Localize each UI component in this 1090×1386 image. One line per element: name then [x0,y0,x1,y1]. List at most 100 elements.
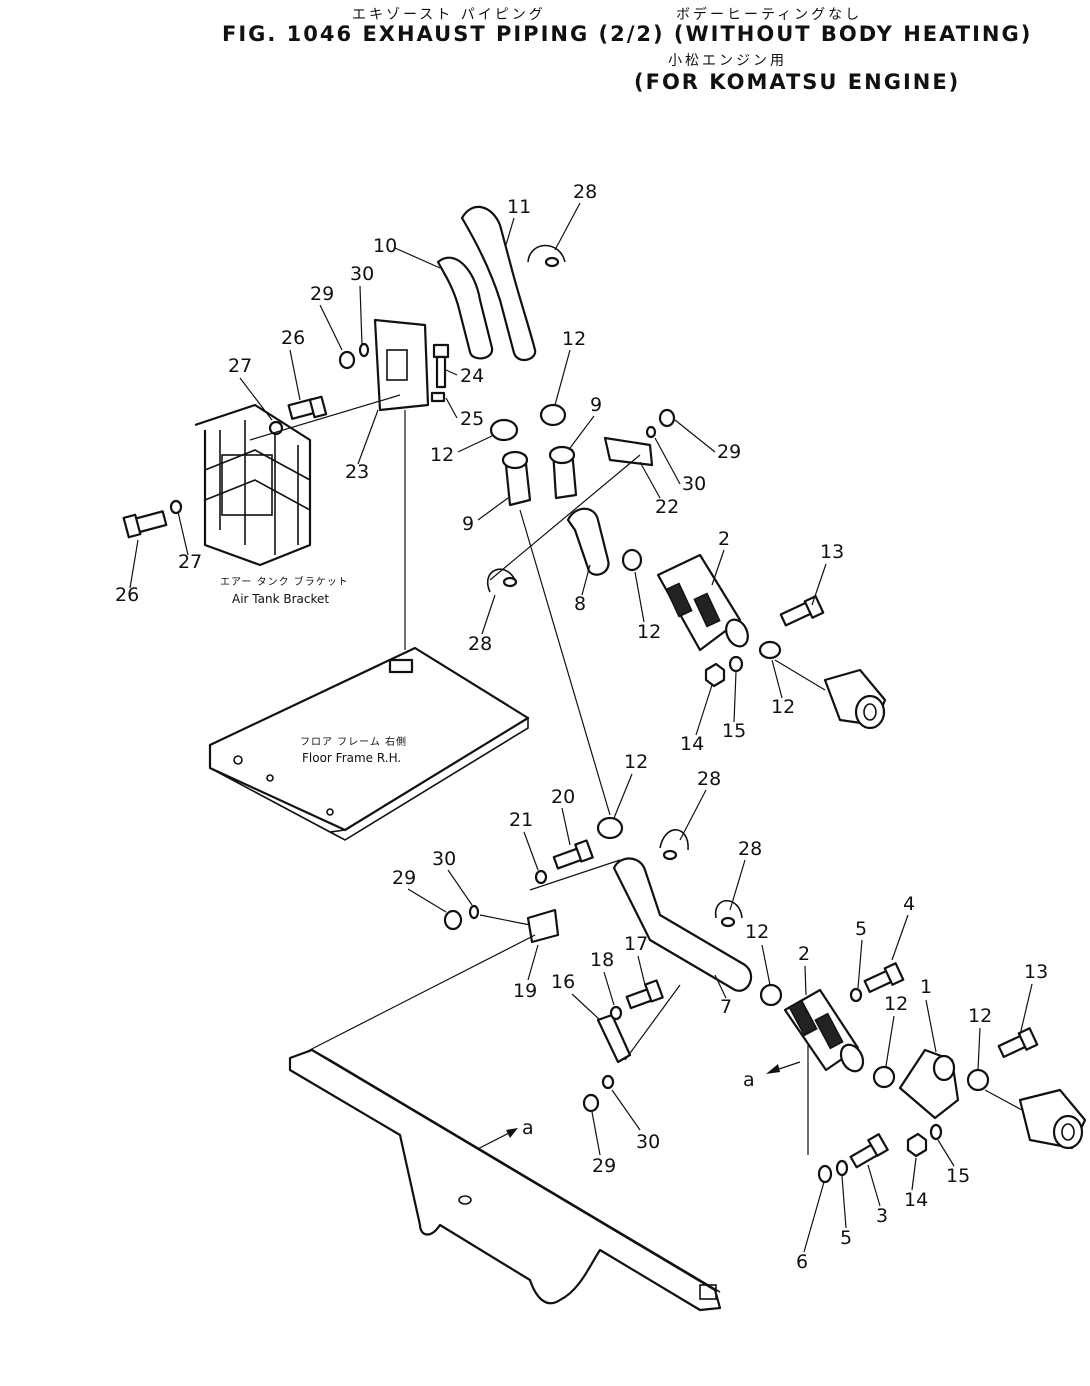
bolt-26-lower [122,499,183,539]
bracket-23 [373,318,450,650]
callout-18: 18 [590,949,614,971]
callout-5: 5 [840,1227,852,1249]
callout-6: 6 [796,1251,808,1273]
callout-15: 15 [722,720,746,742]
turbo-outlet-upper [758,640,887,730]
callout-12: 12 [771,696,795,718]
nut-29-washer-30-lower [582,1074,615,1113]
callout-30: 30 [682,473,706,495]
bolt-4-washer-5 [849,962,905,1003]
clamp-12-mid [596,816,624,840]
callout-9: 9 [462,513,474,535]
clamp-12-lower-right [966,1068,990,1092]
frame-rail [288,1048,722,1312]
bolt-20-washer-21 [529,839,621,891]
callout-27: 27 [178,551,202,573]
callout-29: 29 [392,867,416,889]
callout-8: 8 [574,593,586,615]
callout-10: 10 [373,235,397,257]
callout-24: 24 [460,365,484,387]
pipe-7 [612,857,753,992]
callout-29: 29 [717,441,741,463]
clamp-28-lower [714,900,743,928]
callout-4: 4 [903,893,915,915]
callout-17: 17 [624,933,648,955]
callout-13: 13 [1024,961,1048,983]
clamp-28-mid [659,829,689,861]
figure-title: FIG. 1046 EXHAUST PIPING (2/2) (WITHOUT … [222,22,1033,46]
muffler-2-lower [783,988,865,1155]
callout-a: a [743,1069,755,1091]
callout-12: 12 [968,1005,992,1027]
bolt-13-lower [997,1027,1039,1059]
callout-30: 30 [350,263,374,285]
figure-subtitle: (FOR KOMATSU ENGINE) [634,70,961,94]
callout-12: 12 [745,921,769,943]
callout-2: 2 [798,943,810,965]
callout-13: 13 [820,541,844,563]
callout-16: 16 [551,971,575,993]
callout-3: 3 [876,1205,888,1227]
connectors-9 [501,445,578,507]
callout-labels: 28 11 10 30 29 26 27 24 12 25 9 12 29 23… [115,181,1048,1273]
callout-30: 30 [432,848,456,870]
callout-11: 11 [507,196,531,218]
callout-12: 12 [884,993,908,1015]
bolt-13-upper [779,595,825,627]
callout-28: 28 [738,838,762,860]
nut-29-upper [338,342,370,370]
clamp-12-pipe8 [621,548,643,572]
clamp-12-lower-left [759,983,783,1007]
callout-28: 28 [468,633,492,655]
bolt-26-upper [249,394,401,441]
callout-15: 15 [946,1165,970,1187]
callout-14: 14 [680,733,704,755]
callout-a: a [522,1117,534,1139]
nut-14-washer-15-upper [704,655,744,688]
air-tank-bracket-label-en: Air Tank Bracket [232,592,329,606]
floor-frame-rh: フロア フレーム 右側 Floor Frame R.H. [208,646,530,841]
callout-21: 21 [509,809,533,831]
callout-5: 5 [855,918,867,940]
turbo-outlet-lower [984,1088,1087,1150]
clamp-12-lower-mid [872,1065,896,1089]
callout-26: 26 [281,327,305,349]
callout-14: 14 [904,1189,928,1211]
callout-29: 29 [592,1155,616,1177]
air-tank-bracket-label-jp: エアー タンク ブラケット [220,575,349,588]
callout-28: 28 [697,768,721,790]
pipe-8 [566,507,610,576]
clamp-28-left [487,568,518,593]
callout-19: 19 [513,980,537,1002]
title-jp-left: エキゾースト パイピング [352,7,546,23]
bracket-22 [489,408,676,581]
callout-12: 12 [624,751,648,773]
title-jp-engine: 小松エンジン用 [668,53,787,69]
adapter-1 [898,1048,960,1120]
callout-25: 25 [460,408,484,430]
muffler-2-upper [656,553,749,652]
bracket-16-bolt-17-washer-18 [596,979,681,1064]
callout-12: 12 [430,444,454,466]
callout-leaders [129,202,1033,1253]
callout-26: 26 [115,584,139,606]
callout-23: 23 [345,461,369,483]
callout-28: 28 [573,181,597,203]
air-tank-bracket: エアー タンク ブラケット Air Tank Bracket [194,403,349,606]
callout-30: 30 [636,1131,660,1153]
callout-7: 7 [720,996,732,1018]
callout-29: 29 [310,283,334,305]
callout-1: 1 [920,976,932,998]
callout-9: 9 [590,394,602,416]
title-jp-right: ボデーヒーティングなし [676,7,863,23]
bracket-19 [299,904,560,1056]
callout-2: 2 [718,528,730,550]
bolt-3-washer-5-nut-6 [817,1133,889,1184]
floor-frame-label-jp: フロア フレーム 右側 [300,735,407,748]
callout-12: 12 [562,328,586,350]
callout-27: 27 [228,355,252,377]
callout-20: 20 [551,786,575,808]
callout-22: 22 [655,496,679,518]
